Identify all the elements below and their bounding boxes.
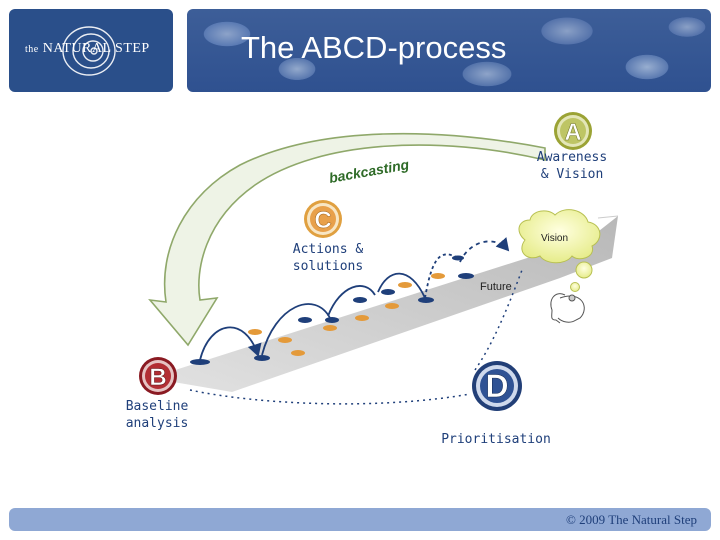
spiral-logo-icon bbox=[62, 26, 116, 76]
step-a-badge: A bbox=[554, 112, 592, 150]
header-banner bbox=[187, 9, 711, 92]
baseline-analysis-label: Baseline analysis bbox=[125, 399, 189, 431]
copyright-text: © 2009 The Natural Step bbox=[566, 512, 697, 527]
prioritisation-label: Prioritisation bbox=[441, 432, 551, 447]
navy-steps bbox=[190, 255, 474, 365]
dotted-path-b-to-d bbox=[189, 389, 471, 405]
thinking-head-icon bbox=[550, 293, 585, 324]
action-hops bbox=[199, 253, 459, 361]
footer-bar: © 2009 The Natural Step bbox=[9, 508, 711, 531]
logo-text: the NATURAL STEP bbox=[25, 41, 150, 56]
awareness-vision-label: Awareness & Vision bbox=[536, 150, 608, 182]
page-title: The ABCD-process bbox=[241, 30, 507, 65]
svg-text:D: D bbox=[485, 368, 508, 404]
svg-text:C: C bbox=[314, 207, 331, 234]
step-d-badge: D bbox=[472, 361, 522, 411]
orange-steps bbox=[248, 273, 445, 356]
step-b-badge: B bbox=[139, 357, 177, 395]
vision-cloud-icon bbox=[518, 209, 601, 292]
svg-text:B: B bbox=[149, 364, 166, 391]
backcasting-arrow bbox=[148, 132, 546, 347]
step-c-badge: C bbox=[304, 200, 342, 238]
future-label: Future bbox=[480, 281, 512, 293]
dotted-path-d-to-future bbox=[474, 269, 523, 371]
backcasting-label: backcasting bbox=[328, 156, 411, 186]
actions-solutions-label: Actions & solutions bbox=[292, 242, 364, 274]
svg-text:A: A bbox=[564, 119, 581, 146]
dashed-hop-to-vision bbox=[459, 237, 510, 263]
logo-panel: the NATURAL STEP bbox=[9, 9, 173, 92]
process-band bbox=[150, 216, 618, 392]
vision-label: Vision bbox=[541, 233, 569, 244]
